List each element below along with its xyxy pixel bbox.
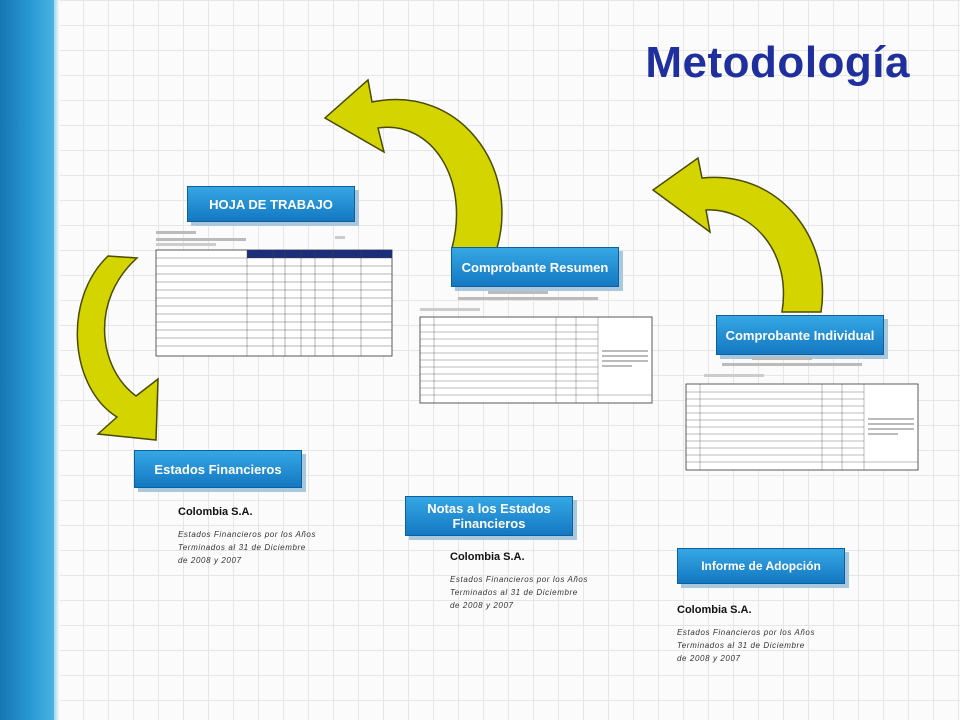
curved-arrow-up-left — [323, 78, 503, 249]
doc-company-name: Colombia S.A. — [677, 604, 752, 616]
label-estados-financieros: Estados Financieros — [134, 450, 302, 488]
worksheet-grid — [155, 231, 393, 357]
label-hoja-de-trabajo: HOJA DE TRABAJO — [187, 186, 355, 222]
curved-arrow-left — [76, 255, 159, 441]
curved-arrow-right — [651, 156, 824, 313]
doc-description: Estados Financieros por los Años Termina… — [677, 628, 816, 663]
doc-company-name: Colombia S.A. — [178, 506, 253, 518]
worksheet-thumbnail — [155, 228, 395, 358]
doc-description: Estados Financieros por los Años Termina… — [178, 530, 317, 565]
voucher-summary-thumbnail — [418, 290, 654, 406]
doc-informe-adopcion: Colombia S.A. Estados Financieros por lo… — [677, 604, 817, 665]
doc-company-name: Colombia S.A. — [450, 551, 525, 563]
doc-description: Estados Financieros por los Años Termina… — [450, 575, 589, 610]
voucher-summary-grid — [419, 291, 653, 404]
doc-notas: Colombia S.A. Estados Financieros por lo… — [450, 551, 590, 612]
label-informe-de-adopcion: Informe de Adopción — [677, 548, 845, 584]
label-comprobante-resumen: Comprobante Resumen — [451, 247, 619, 287]
label-comprobante-individual: Comprobante Individual — [716, 315, 884, 355]
sidebar-edge — [54, 0, 60, 720]
slide-title: Metodología — [645, 38, 910, 87]
voucher-individual-grid — [685, 357, 919, 471]
voucher-individual-thumbnail — [682, 356, 920, 474]
label-notas-estados-financieros: Notas a los Estados Financieros — [405, 496, 573, 536]
doc-estados-financieros: Colombia S.A. Estados Financieros por lo… — [178, 506, 318, 567]
sidebar-band — [0, 0, 58, 720]
